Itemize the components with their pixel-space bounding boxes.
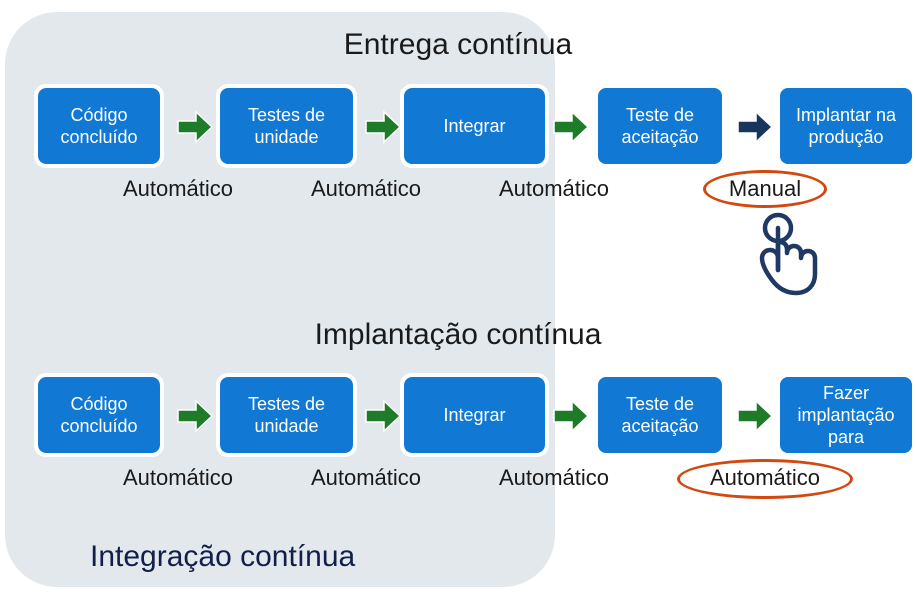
continuous-deployment-title: Implantação contínua [314,318,602,351]
stage-fazer-implantacao-para-cdep[interactable]: Fazer implantação para [780,377,912,453]
highlight-ellipse-automatico [677,459,853,499]
arrow-right-icon-cdep-3 [552,399,590,433]
caption-cd-3: Automático [498,176,610,201]
arrow-right-icon-cdep-1 [176,399,214,433]
stage-label-line1: Integrar [443,405,506,425]
continuous-delivery-pipeline: Código concluído Testes de unidade Integ… [0,84,916,174]
caption-cd-1: Automático [122,176,234,201]
stage-teste-de-aceitacao-cdep[interactable]: Teste de aceitação [598,377,722,453]
stage-label-line2: unidade [254,416,319,436]
stage-testes-de-unidade-cdep[interactable]: Testes de unidade [216,373,357,457]
stage-label-line1: Teste de [625,105,695,125]
stage-teste-de-aceitacao-cd[interactable]: Teste de aceitação [598,88,722,164]
stage-integrar-cd[interactable]: Integrar [400,84,549,168]
stage-label-line2: concluído [60,416,138,436]
stage-codigo-concluido-cd[interactable]: Código concluído [34,84,164,168]
caption-cdep-1: Automático [122,465,234,490]
stage-label-line1: Código [70,394,128,414]
stage-label-line2: aceitação [621,127,699,147]
arrow-right-icon-cd-4-manual [736,110,774,144]
arrow-right-icon-cdep-2 [364,399,402,433]
stage-label-line2: aceitação [621,416,699,436]
stage-label-line2: concluído [60,127,138,147]
stage-label-line1: Código [70,105,128,125]
stage-label-line1: Integrar [443,116,506,136]
stage-label-line1: Implantar na [795,105,897,125]
stage-integrar-cdep[interactable]: Integrar [400,373,549,457]
continuous-deployment-pipeline: Código concluído Testes de unidade Integ… [0,373,916,463]
continuous-integration-label: Integração contínua [90,540,356,573]
stage-label-line2: unidade [254,127,319,147]
stage-testes-de-unidade-cd[interactable]: Testes de unidade [216,84,357,168]
stage-implantar-na-producao-cd[interactable]: Implantar na produção [780,88,912,164]
arrow-right-icon-cd-2 [364,110,402,144]
stage-label-line1: Testes de [247,105,326,125]
stage-label-line1: Testes de [247,394,326,414]
arrow-right-icon-cd-1 [176,110,214,144]
stage-label-line1: Teste de [625,394,695,414]
caption-cdep-3: Automático [498,465,610,490]
caption-cdep-2: Automático [310,465,422,490]
stage-label-line2: para [827,427,865,447]
stage-label-line2: produção [808,127,884,147]
continuous-delivery-title: Entrega contínua [343,28,573,61]
caption-cd-2: Automático [310,176,422,201]
highlight-ellipse-manual [703,170,827,208]
stage-label-line1: Fazer implantação [797,383,895,425]
tap-hand-icon [744,212,828,298]
arrow-right-icon-cd-3 [552,110,590,144]
stage-codigo-concluido-cdep[interactable]: Código concluído [34,373,164,457]
arrow-right-icon-cdep-4 [736,399,774,433]
